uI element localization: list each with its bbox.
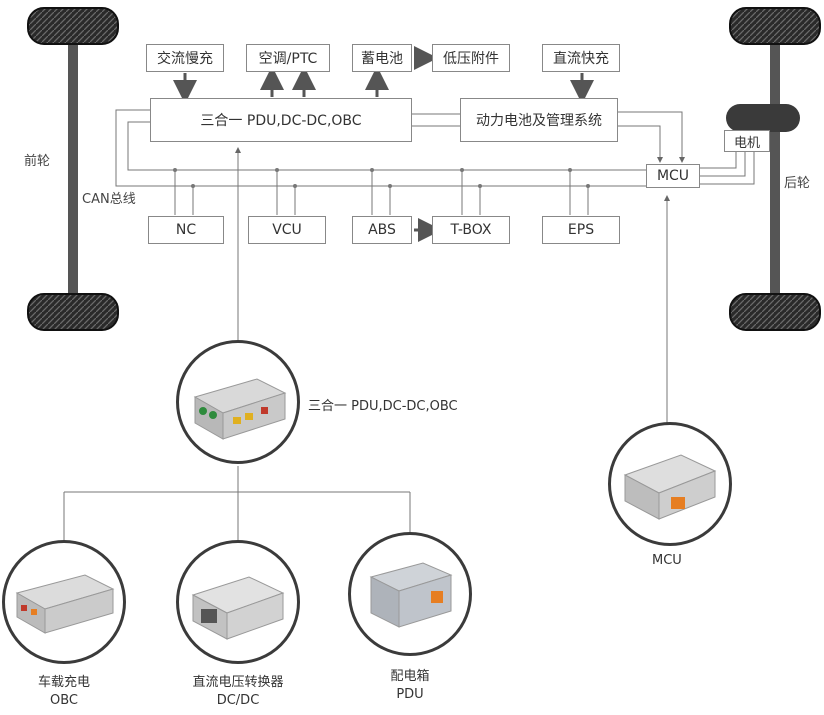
pdu-caption: 配电箱 PDU — [370, 668, 450, 704]
rear-top-wheel — [729, 7, 821, 45]
low-voltage-box: 低压附件 — [432, 44, 510, 72]
dcdc-caption: 直流电压转换器 DC/DC — [156, 674, 320, 710]
vcu-box: VCU — [248, 216, 326, 244]
front-bottom-wheel — [27, 293, 119, 331]
three-in-one-box: 三合一 PDU,DC-DC,OBC — [150, 98, 412, 142]
can-bus-label: CAN总线 — [82, 192, 136, 207]
motor-box: 电机 — [724, 130, 770, 152]
obc-caption-line-1: 车载充电 — [37, 675, 90, 690]
obc-caption: 车载充电 OBC — [20, 674, 108, 710]
mcu-box: MCU — [646, 164, 700, 188]
rear-axle — [770, 30, 780, 320]
eps-box: EPS — [542, 216, 620, 244]
dcdc-caption-line-2: DC/DC — [216, 693, 260, 708]
abs-box: ABS — [352, 216, 412, 244]
dcdc-caption-line-1: 直流电压转换器 — [192, 675, 284, 690]
pdu-product-image — [348, 532, 472, 656]
rear-bottom-wheel — [729, 293, 821, 331]
tbox-box: T-BOX — [432, 216, 510, 244]
obc-caption-line-2: OBC — [50, 693, 78, 708]
obc-product-image — [2, 540, 126, 664]
three-in-one-caption: 三合一 PDU,DC-DC,OBC — [308, 399, 458, 414]
mcu-caption: MCU — [652, 553, 682, 568]
dc-fast-charge-box: 直流快充 — [542, 44, 620, 72]
rear-wheel-label: 后轮 — [784, 176, 811, 191]
pdu-caption-line-2: PDU — [396, 687, 424, 702]
ac-slow-charge-box: 交流慢充 — [146, 44, 224, 72]
nc-box: NC — [148, 216, 224, 244]
motor-icon — [726, 104, 800, 132]
mcu-product-image — [608, 422, 732, 546]
front-axle — [68, 30, 78, 320]
ac-ptc-box: 空调/PTC — [246, 44, 330, 72]
three-in-one-product-image — [176, 340, 300, 464]
front-top-wheel — [27, 7, 119, 45]
front-wheel-label: 前轮 — [24, 154, 51, 169]
dcdc-product-image — [176, 540, 300, 664]
battery-box: 蓄电池 — [352, 44, 412, 72]
power-battery-box: 动力电池及管理系统 — [460, 98, 618, 142]
pdu-caption-line-1: 配电箱 — [390, 669, 430, 684]
